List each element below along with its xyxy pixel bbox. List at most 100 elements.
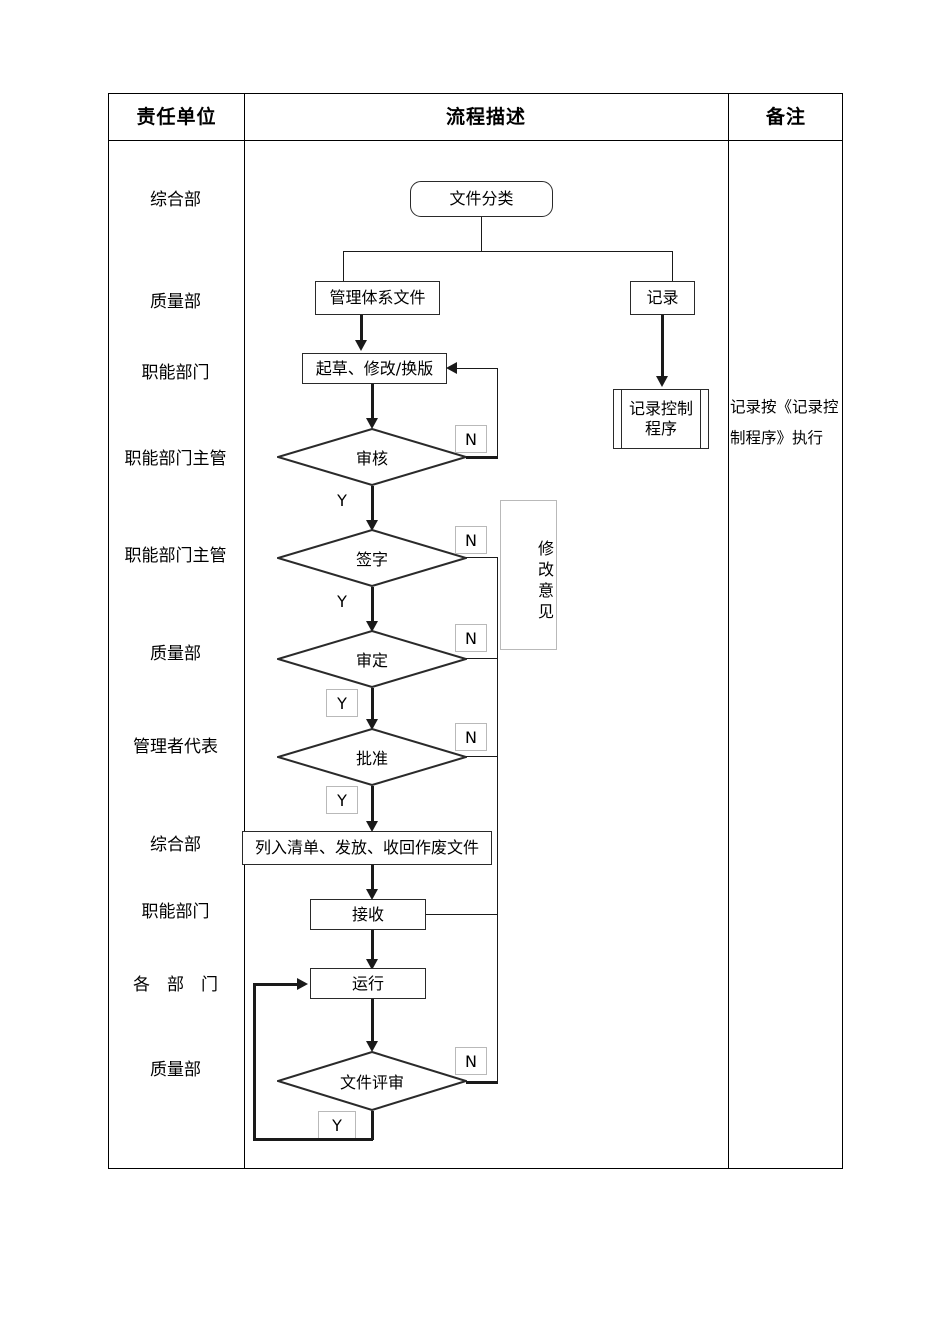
node-label: 批准 — [355, 749, 388, 768]
branch-label-yes: Y — [318, 1111, 356, 1139]
table-header-process-description: 流程描述 — [445, 106, 526, 128]
branch-label-no: N — [455, 1047, 487, 1075]
arrow-left-icon — [446, 362, 457, 374]
node-label: 记录 — [646, 288, 679, 307]
connector-review-no-up — [497, 368, 499, 458]
node-record: 记录 — [630, 281, 695, 315]
connector-evaluate-yes-down — [371, 1111, 374, 1140]
connector-approval-no — [466, 756, 498, 758]
connector-sign-no — [466, 557, 498, 559]
connector-split-bar — [343, 251, 673, 253]
node-label: 运行 — [351, 973, 384, 993]
connector-review-yes — [371, 486, 374, 522]
connector-draft-review — [371, 384, 374, 420]
connector-review-no-back — [457, 368, 498, 370]
node-label: 审核 — [355, 449, 388, 468]
header-divider — [109, 140, 842, 141]
node-label: 文件分类 — [449, 189, 514, 208]
connector-sign-yes — [371, 587, 374, 623]
node-list-distribute-recall: 列入清单、发放、收回作废文件 — [242, 831, 492, 865]
connector-return-vertical — [497, 557, 499, 1082]
node-management-system-document: 管理体系文件 — [315, 281, 440, 315]
connector-distribute-receive — [371, 865, 374, 892]
branch-label-no: N — [455, 425, 487, 453]
connector-systemdoc-draft — [360, 315, 363, 342]
branch-label-yes: Y — [326, 689, 358, 717]
responsibility-label: 综合部 — [150, 835, 201, 855]
diamond-shape-icon — [277, 728, 467, 786]
diamond-shape-icon — [277, 529, 467, 587]
diamond-shape-icon — [277, 428, 467, 486]
node-label: 管理体系文件 — [329, 288, 426, 307]
column-divider-2 — [728, 94, 729, 1168]
decision-signature: 签字 — [277, 529, 467, 587]
node-operate: 运行 — [310, 968, 426, 999]
annotation-revise-opinion: 修改意见 — [500, 500, 557, 650]
arrow-down-icon — [366, 889, 378, 900]
branch-label-no: N — [455, 723, 487, 751]
connector-operate-evaluate — [371, 999, 374, 1044]
connector-receive-right — [426, 914, 498, 916]
table-header-responsible-unit: 责任单位 — [136, 106, 217, 128]
node-receive: 接收 — [310, 899, 426, 930]
connector-receive-operate — [371, 930, 374, 962]
arrow-down-icon — [366, 621, 378, 632]
diamond-shape-icon — [277, 630, 467, 688]
node-record-control-procedure: 记录控制程序 — [613, 389, 709, 449]
table-header-remarks: 备注 — [765, 106, 806, 128]
responsibility-label: 各 部 门 — [133, 975, 218, 995]
branch-label-no: N — [455, 624, 487, 652]
arrow-right-icon — [297, 978, 308, 990]
predefined-bar-left — [621, 390, 622, 448]
connector-evaluate-no — [466, 1081, 498, 1084]
decision-document-evaluation: 文件评审 — [277, 1051, 467, 1111]
diamond-shape-icon — [277, 1051, 467, 1111]
connector-quality-no — [466, 658, 498, 660]
remarks-text: 记录按《记录控制程序》执行 — [730, 398, 839, 447]
decision-quality-approval: 审定 — [277, 630, 467, 688]
connector-start-down — [481, 217, 483, 252]
decision-management-approval: 批准 — [277, 728, 467, 786]
responsibility-label: 质量部 — [150, 1060, 201, 1080]
arrow-down-icon — [366, 520, 378, 531]
connector-evaluate-yes-up — [253, 983, 256, 1140]
responsibility-label: 职能部门主管 — [124, 449, 227, 469]
connector-approval-yes — [371, 786, 374, 823]
connector-evaluate-yes-to-operate — [253, 983, 299, 986]
node-label: 接收 — [351, 904, 384, 924]
column-divider-1 — [244, 94, 245, 1168]
branch-label-yes: Y — [332, 489, 352, 511]
responsibility-label: 质量部 — [150, 644, 201, 664]
connector-record-procedure — [661, 315, 664, 378]
arrow-down-icon — [656, 376, 668, 387]
arrow-down-icon — [366, 959, 378, 970]
responsibility-label: 职能部门主管 — [124, 546, 227, 566]
connector-quality-yes — [371, 688, 374, 721]
connector-evaluate-yes-left — [253, 1138, 373, 1141]
node-label: 列入清单、发放、收回作废文件 — [254, 838, 479, 857]
arrow-down-icon — [366, 1041, 378, 1052]
node-label: 文件评审 — [339, 1073, 404, 1092]
branch-label-yes: Y — [326, 786, 358, 814]
node-label: 签字 — [355, 550, 388, 569]
node-draft-revise: 起草、修改/换版 — [302, 353, 447, 384]
node-label: 记录控制程序 — [628, 399, 693, 438]
predefined-bar-right — [700, 390, 701, 448]
responsibility-label: 职能部门 — [141, 363, 210, 383]
responsibility-label: 管理者代表 — [133, 737, 218, 757]
arrow-down-icon — [366, 821, 378, 832]
responsibility-label: 质量部 — [150, 292, 201, 312]
node-label: 起草、修改/换版 — [315, 358, 434, 378]
process-table: 责任单位 流程描述 备注 — [108, 93, 843, 1169]
connector-to-system-doc — [343, 251, 345, 281]
arrow-down-icon — [366, 719, 378, 730]
responsibility-label: 职能部门 — [141, 902, 210, 922]
branch-label-no: N — [455, 526, 487, 554]
connector-review-no — [466, 456, 498, 459]
connector-to-record — [672, 251, 674, 281]
arrow-down-icon — [355, 340, 367, 351]
branch-label-yes: Y — [332, 590, 352, 612]
responsibility-label: 综合部 — [150, 190, 201, 210]
node-document-classification: 文件分类 — [410, 181, 553, 217]
